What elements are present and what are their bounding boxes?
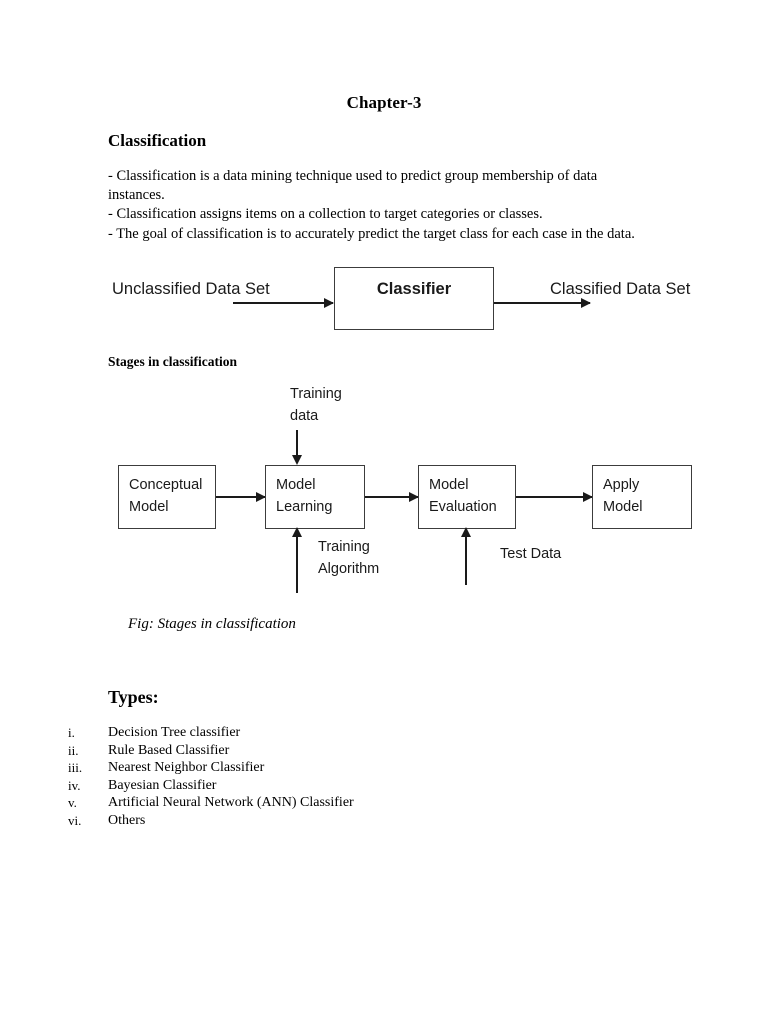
classifier-box-label: Classifier: [376, 280, 452, 298]
stage-box-line1: Conceptual: [129, 477, 203, 493]
list-item-numeral: iv.: [68, 777, 81, 793]
classified-data-set-label: Classified Data Set: [550, 280, 691, 298]
classifier-flow-diagram: Unclassified Data Set Classifier Classif…: [0, 255, 768, 350]
list-item-label: Artificial Neural Network (ANN) Classifi…: [108, 795, 354, 811]
stage-box-line2: Model: [129, 499, 169, 515]
paragraph-line: - Classification assigns items on a coll…: [108, 206, 543, 223]
types-list: i. Decision Tree classifier ii. Rule Bas…: [68, 725, 588, 831]
list-item: ii. Rule Based Classifier: [68, 743, 588, 761]
stage-box-model-evaluation: Model Evaluation: [418, 465, 516, 529]
list-item: v. Artificial Neural Network (ANN) Class…: [68, 795, 588, 813]
arrow-conceptual-to-learning: [216, 492, 266, 502]
training-algorithm-label-line2: Algorithm: [318, 561, 380, 577]
paragraph-line: - The goal of classification is to accur…: [108, 225, 635, 242]
stage-box-apply-model: Apply Model: [592, 465, 692, 529]
list-item-numeral: vi.: [68, 812, 82, 828]
list-item-numeral: iii.: [68, 760, 83, 776]
list-item-label: Others: [108, 812, 146, 828]
arrow-test-data-to-model-evaluation: [461, 527, 471, 585]
stage-box-model-learning: Model Learning: [265, 465, 365, 529]
training-algorithm-label-line1: Training: [318, 539, 370, 555]
classifier-box: Classifier: [334, 267, 494, 330]
training-data-label-line2: data: [290, 408, 319, 424]
figure-caption: Fig: Stages in classification: [128, 616, 296, 632]
list-item-numeral: v.: [68, 795, 77, 811]
stages-flow-diagram: Training data Conceptual Model Model Lea…: [0, 380, 768, 605]
unclassified-data-set-label: Unclassified Data Set: [112, 280, 270, 298]
training-data-label-line1: Training: [290, 386, 342, 402]
arrow-input-to-classifier: [233, 298, 334, 308]
list-item-label: Bayesian Classifier: [108, 777, 217, 793]
list-item-label: Nearest Neighbor Classifier: [108, 760, 265, 776]
list-item: iii. Nearest Neighbor Classifier: [68, 760, 588, 778]
stage-box-line2: Learning: [276, 499, 333, 515]
stage-box-line2: Evaluation: [429, 499, 497, 515]
list-item: i. Decision Tree classifier: [68, 725, 588, 743]
paragraph-line: - Classification is a data mining techni…: [108, 168, 598, 184]
stage-box-conceptual-model: Conceptual Model: [118, 465, 216, 529]
section-heading-classification: Classification: [108, 131, 207, 150]
stage-box-line1: Apply: [603, 477, 640, 493]
arrow-training-data-to-model-learning: [292, 430, 302, 465]
intro-paragraph: - Classification is a data mining techni…: [108, 167, 668, 244]
list-item: iv. Bayesian Classifier: [68, 778, 588, 796]
list-item: vi. Others: [68, 813, 588, 831]
test-data-label: Test Data: [500, 546, 562, 562]
paragraph-line: instances.: [108, 187, 165, 204]
stage-box-line2: Model: [603, 499, 643, 515]
list-item-label: Decision Tree classifier: [108, 725, 241, 740]
arrow-training-algorithm-to-model-learning: [292, 527, 302, 593]
list-item-numeral: ii.: [68, 742, 79, 758]
stages-heading: Stages in classification: [108, 354, 238, 369]
list-item-label: Rule Based Classifier: [108, 742, 230, 758]
stage-box-line1: Model: [276, 477, 316, 493]
list-item-numeral: i.: [68, 725, 75, 740]
arrow-evaluation-to-apply: [516, 492, 593, 502]
types-heading: Types:: [108, 687, 159, 707]
stage-box-line1: Model: [429, 477, 469, 493]
arrow-classifier-to-output: [494, 298, 591, 308]
arrow-learning-to-evaluation: [365, 492, 419, 502]
chapter-title: Chapter-3: [346, 93, 422, 112]
